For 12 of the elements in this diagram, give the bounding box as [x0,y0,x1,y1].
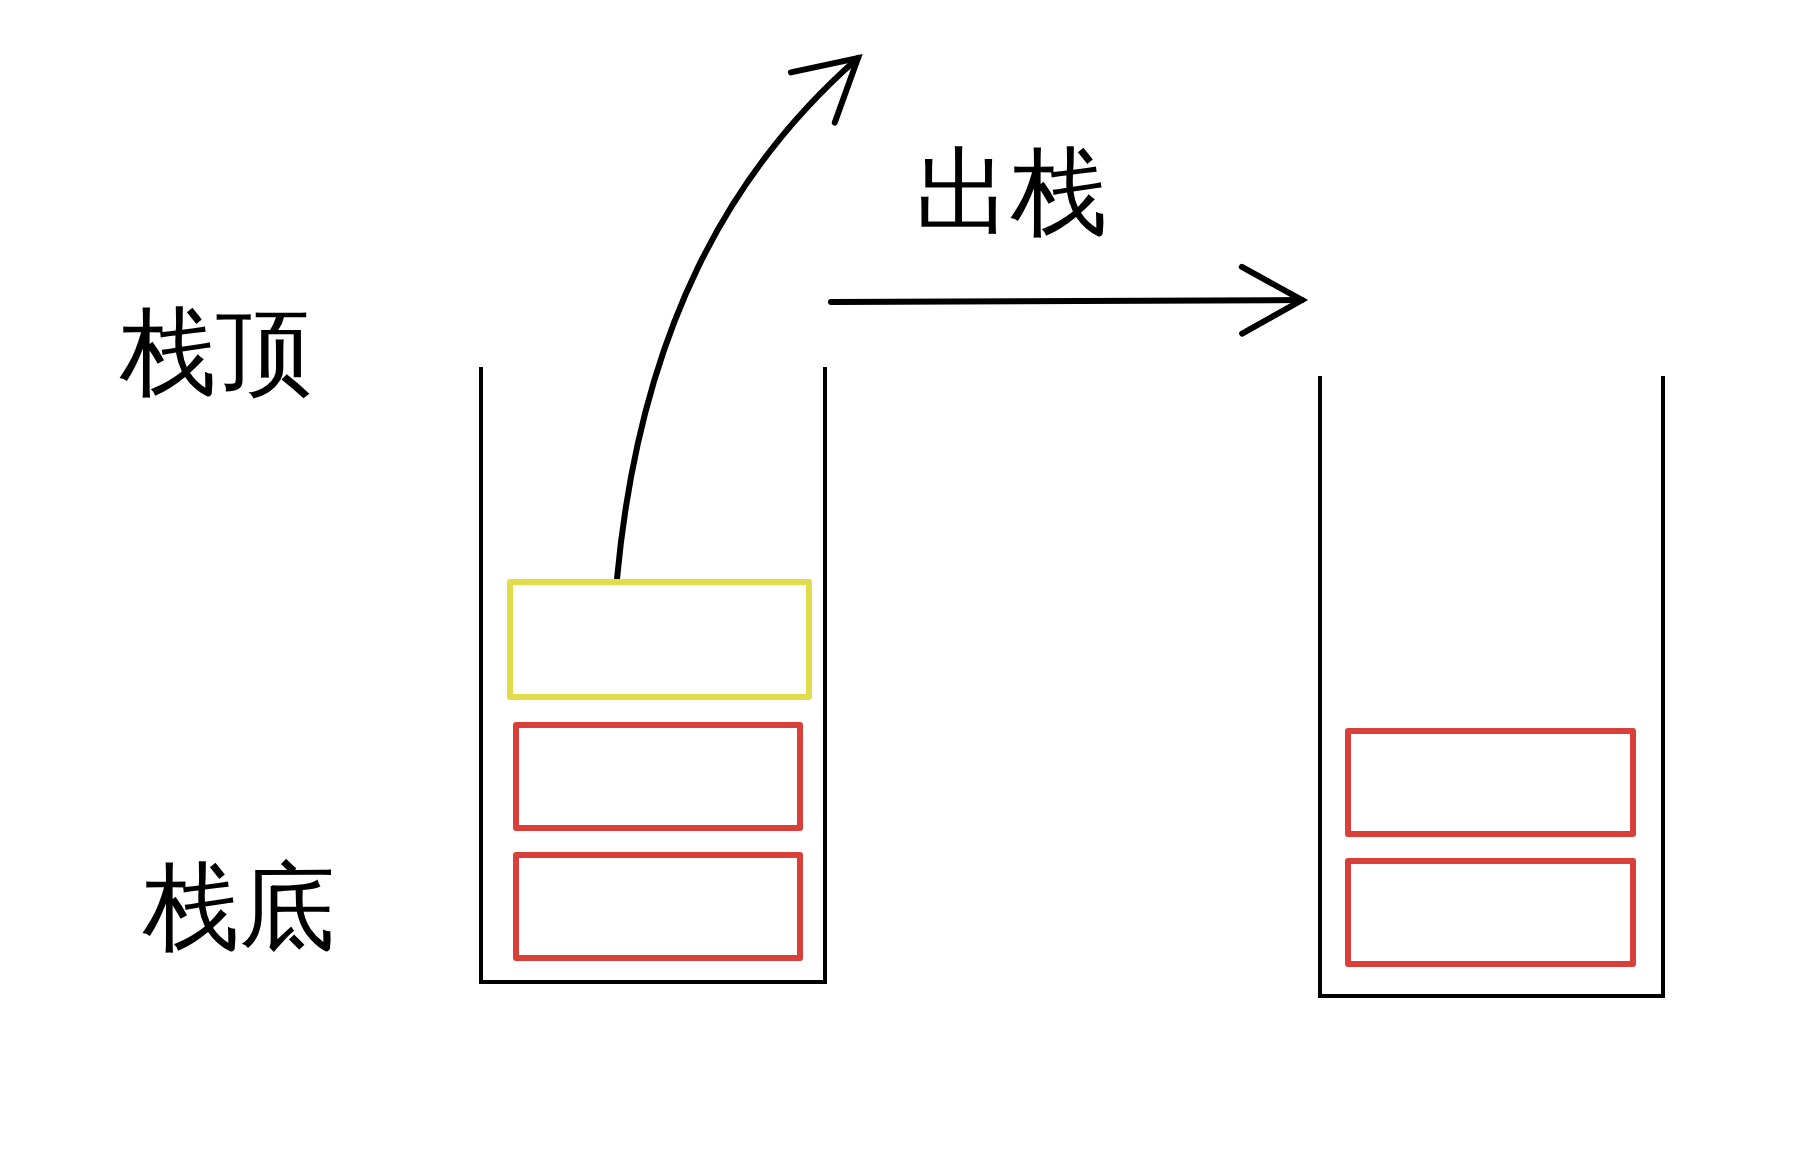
stack-element-box [513,722,803,831]
stack-container [479,367,827,984]
arrow [614,55,861,582]
top-element-box [507,579,812,700]
stack-element-box [1345,728,1636,837]
stack-label: 栈底 [143,855,335,961]
stack-element-box [1345,858,1636,967]
stack-label: 栈顶 [120,300,312,406]
edge-label: 出栈 [915,140,1107,246]
stack-element-box [513,852,803,961]
stack-container [1318,376,1665,998]
arrow [828,263,1305,337]
